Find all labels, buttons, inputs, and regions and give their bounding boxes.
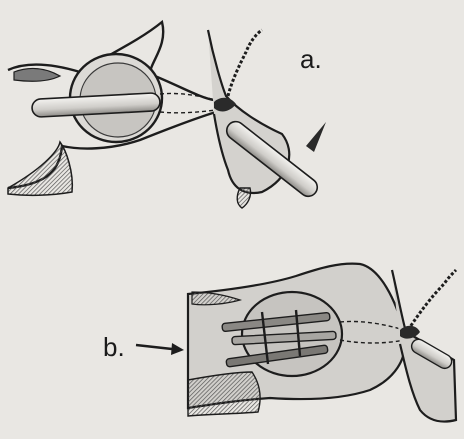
panel-a [8,22,326,208]
panel-b [136,264,456,422]
panel-a-tail [237,188,250,208]
panel-b-suture-thread [408,270,456,330]
panel-a-dashed-lower [160,110,216,113]
panel-a-dark-flap [8,142,72,195]
panel-b-dark-base [188,372,260,416]
panel-a-spike [306,122,326,152]
panel-a-upper-flap [14,69,60,82]
panel-b-label: b. [103,332,125,363]
panel-a-label: a. [300,44,322,75]
panel-a-suture-thread [228,30,262,96]
arrow-right-icon [136,343,184,355]
